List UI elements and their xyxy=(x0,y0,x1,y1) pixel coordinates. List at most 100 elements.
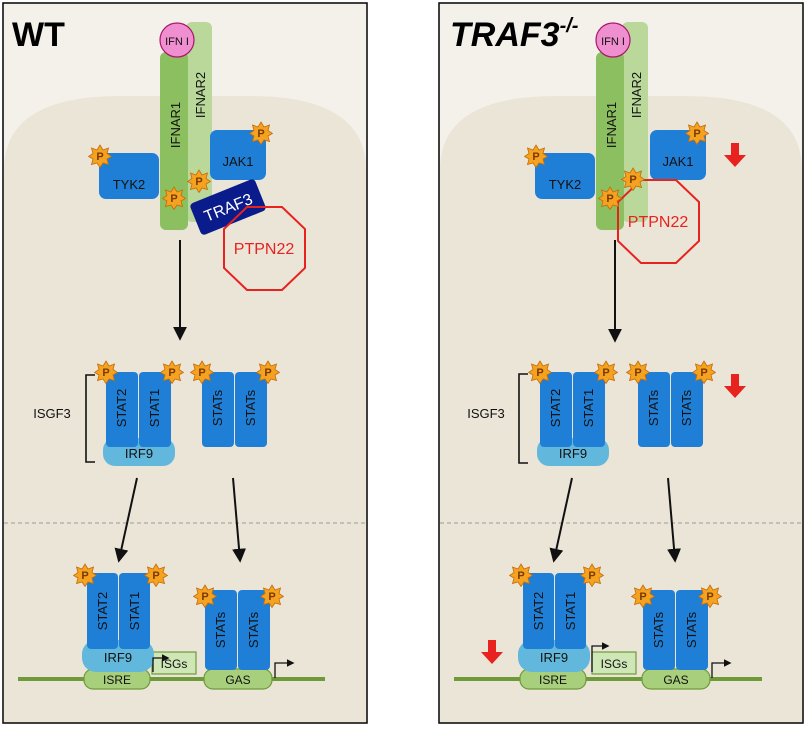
stat2-nuc xyxy=(523,573,554,649)
irf9-cyto-label: IRF9 xyxy=(559,446,587,461)
stats-a-cyto-label: STATs xyxy=(210,389,225,426)
svg-text:P: P xyxy=(96,151,103,163)
phospho-group-cyto: P P P P xyxy=(94,360,280,384)
stat2-nuc xyxy=(87,573,118,649)
stats-b-nuc-label: STATs xyxy=(246,611,261,648)
svg-text:P: P xyxy=(700,367,707,379)
panel-title: WT xyxy=(12,16,65,54)
stats-b-cyto-label: STATs xyxy=(243,389,258,426)
ifnar1-label: IFNAR1 xyxy=(168,102,183,148)
ifnar1-receptor xyxy=(596,52,624,230)
svg-text:P: P xyxy=(588,570,595,582)
ptpn22-label: PTPN22 xyxy=(628,214,689,231)
gas-element xyxy=(641,668,711,690)
svg-text:P: P xyxy=(602,367,609,379)
stat2-nuc-label: STAT2 xyxy=(95,592,110,631)
stat2-cyto xyxy=(106,372,138,447)
stat1-cyto-label: STAT1 xyxy=(581,389,596,428)
ifnar1-receptor xyxy=(160,52,188,230)
stats-b-cyto xyxy=(671,372,703,447)
irf9-nuc-label: IRF9 xyxy=(104,650,132,665)
isre-label: ISRE xyxy=(103,673,131,687)
svg-text:P: P xyxy=(264,367,271,379)
tyk2-label: TYK2 xyxy=(113,177,146,192)
stat1-nuc-label: STAT1 xyxy=(127,592,142,631)
ifn-ligand xyxy=(595,22,631,58)
ifnar2-receptor xyxy=(622,22,648,222)
gas-label: GAS xyxy=(663,673,688,687)
stats-a-nuc-label: STATs xyxy=(651,611,666,648)
panel-wt: WT IFNAR1 IFNAR2 IFN I TYK2 JAK1 TRAF3 P… xyxy=(2,2,368,724)
down-arrow-icon xyxy=(481,640,503,664)
svg-text:P: P xyxy=(201,591,208,603)
transcription-arrow-isre xyxy=(591,642,610,672)
tyk2-label: TYK2 xyxy=(549,177,582,192)
svg-text:P: P xyxy=(606,193,613,205)
jak1-label: JAK1 xyxy=(662,154,693,169)
panel-title-main: TRAF3 xyxy=(450,16,560,54)
panel-title: TRAF3-/- xyxy=(450,15,579,54)
svg-text:P: P xyxy=(152,570,159,582)
ptpn22-phosphatase xyxy=(617,179,700,264)
svg-text:P: P xyxy=(195,176,202,188)
svg-text:P: P xyxy=(629,174,636,186)
ifnar1-label: IFNAR1 xyxy=(604,102,619,148)
isgs-label: ISGs xyxy=(601,657,628,671)
ifnar2-label: IFNAR2 xyxy=(629,72,644,118)
stat2-cyto-label: STAT2 xyxy=(548,389,563,428)
svg-text:P: P xyxy=(639,591,646,603)
irf9-nuc-label: IRF9 xyxy=(540,650,568,665)
stat1-nuc xyxy=(555,573,586,649)
ifn-label: IFN I xyxy=(165,36,189,48)
ifn-ligand xyxy=(159,22,195,58)
translocation-arrow-isgf3 xyxy=(114,477,138,563)
svg-text:P: P xyxy=(517,570,524,582)
svg-text:P: P xyxy=(693,128,700,140)
stat1-cyto xyxy=(139,372,171,447)
ifn-label: IFN I xyxy=(601,36,625,48)
ifnar2-receptor xyxy=(186,22,212,222)
stat2-nuc-label: STAT2 xyxy=(531,592,546,631)
stats-a-nuc xyxy=(205,590,237,670)
svg-text:P: P xyxy=(706,591,713,603)
ptpn22-phosphatase xyxy=(223,206,306,291)
isgs-label: ISGs xyxy=(161,657,188,671)
down-arrow-icon xyxy=(724,143,746,167)
stats-b-nuc xyxy=(676,590,708,670)
jak1-label: JAK1 xyxy=(222,154,253,169)
stat2-cyto xyxy=(540,372,572,447)
svg-text:P: P xyxy=(198,367,205,379)
translocation-arrow-stats xyxy=(667,477,682,563)
tyk2-kinase xyxy=(99,153,159,199)
stat1-nuc-label: STAT1 xyxy=(563,592,578,631)
isgf3-label: ISGF3 xyxy=(33,406,71,421)
stats-a-nuc xyxy=(643,590,675,670)
svg-text:P: P xyxy=(536,367,543,379)
phospho-group-receptor: P P P P xyxy=(524,121,709,210)
ptpn22-label: PTPN22 xyxy=(234,241,295,258)
transcription-arrow-isre xyxy=(152,654,170,672)
translocation-arrow-isgf3 xyxy=(549,477,573,563)
isgf3-bracket xyxy=(85,374,95,463)
phospho-group-nuc: P P P P xyxy=(509,563,722,608)
cell-cytoplasm xyxy=(4,96,366,722)
svg-text:P: P xyxy=(634,367,641,379)
stats-b-cyto xyxy=(235,372,267,447)
svg-text:P: P xyxy=(102,367,109,379)
stat1-cyto-label: STAT1 xyxy=(147,389,162,428)
stats-b-nuc-label: STATs xyxy=(684,611,699,648)
stats-a-cyto xyxy=(638,372,670,447)
isre-label: ISRE xyxy=(539,673,567,687)
jak1-kinase xyxy=(650,130,706,180)
svg-text:P: P xyxy=(81,570,88,582)
svg-text:P: P xyxy=(268,591,275,603)
stats-a-cyto xyxy=(202,372,234,447)
phospho-group-nuc: P P P P xyxy=(73,563,284,608)
ifnar2-label: IFNAR2 xyxy=(193,72,208,118)
svg-text:P: P xyxy=(168,367,175,379)
stats-b-nuc xyxy=(238,590,270,670)
gas-element xyxy=(203,668,273,690)
gas-label: GAS xyxy=(225,673,250,687)
stat2-cyto-label: STAT2 xyxy=(114,389,129,428)
